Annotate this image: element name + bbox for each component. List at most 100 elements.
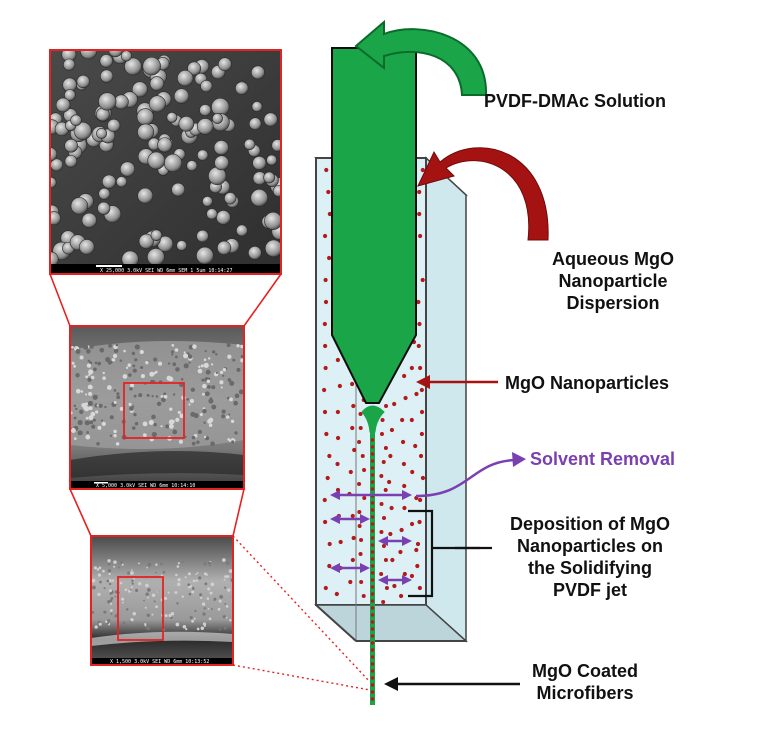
mgo-particle bbox=[416, 343, 421, 349]
nanoparticle bbox=[271, 139, 281, 152]
nanoparticle bbox=[243, 138, 256, 151]
dispersion-label: Aqueous MgO Nanoparticle Dispersion bbox=[548, 248, 678, 314]
mgo-particle bbox=[389, 505, 394, 511]
mgo-particle bbox=[327, 453, 332, 459]
nanoparticle bbox=[70, 197, 89, 215]
nanoparticle bbox=[98, 187, 111, 200]
nanoparticle bbox=[99, 54, 114, 68]
mgo-particle bbox=[417, 211, 422, 217]
mgo-particle bbox=[337, 383, 342, 389]
mgo-particle bbox=[414, 391, 419, 397]
nanoparticle bbox=[217, 240, 232, 255]
nanoparticle bbox=[97, 201, 111, 215]
nanoparticle bbox=[81, 212, 97, 228]
mgo-particle bbox=[420, 167, 425, 173]
mgo-particle bbox=[417, 321, 422, 327]
mgo-particle bbox=[388, 453, 393, 459]
sem-image-high: X 25,000 3.0kV SEI WD 6mm SEM 1 5um 10:1… bbox=[49, 49, 282, 275]
zoom-connector-2 bbox=[69, 488, 245, 537]
mgo-particle bbox=[417, 585, 422, 591]
nanoparticle bbox=[263, 112, 278, 127]
mgo-particle bbox=[350, 381, 355, 387]
mgo-particle bbox=[348, 469, 353, 475]
nanoparticle bbox=[98, 92, 117, 111]
mgo-particle bbox=[417, 519, 422, 525]
mgo-particle bbox=[418, 365, 423, 371]
mgo-particle bbox=[409, 521, 415, 527]
mgo-particle bbox=[401, 461, 407, 467]
zoom-connector-1 bbox=[49, 273, 282, 327]
mgo-particle bbox=[388, 531, 393, 537]
coated-line-1: MgO Coated bbox=[532, 661, 638, 681]
nanoparticle bbox=[264, 211, 281, 230]
nanoparticle bbox=[200, 79, 213, 93]
mgo-particle bbox=[352, 447, 357, 453]
mgo-particle bbox=[323, 585, 328, 591]
mgo-particle bbox=[325, 475, 330, 481]
nanoparticle bbox=[196, 118, 214, 135]
nanoparticle bbox=[171, 182, 186, 197]
nanoparticle bbox=[137, 187, 154, 204]
mgo-particle bbox=[387, 479, 392, 485]
spinneret-needle bbox=[331, 47, 417, 404]
mgo-particle bbox=[419, 409, 425, 415]
mgo-particle bbox=[322, 519, 328, 525]
nanoparticle bbox=[137, 123, 155, 141]
mgo-particle bbox=[327, 211, 332, 217]
nanoparticle bbox=[163, 153, 183, 173]
mgo-particle bbox=[416, 299, 421, 305]
mgo-particle bbox=[335, 409, 340, 415]
nanoparticle bbox=[136, 108, 154, 126]
sem-info-bar bbox=[50, 264, 281, 274]
mgo-particle bbox=[419, 387, 424, 393]
mgo-particle bbox=[348, 579, 353, 585]
mgo-particle bbox=[390, 557, 395, 563]
nanoparticle bbox=[236, 224, 248, 237]
nanoparticle bbox=[224, 192, 237, 205]
mgo-particle bbox=[409, 573, 415, 579]
mgo-particle bbox=[403, 395, 408, 401]
mgo-particle bbox=[326, 189, 331, 195]
mgo-particle bbox=[324, 167, 329, 173]
mgo-particle bbox=[351, 403, 356, 409]
mgo-particle bbox=[398, 593, 404, 599]
dispersion-line-3: Dispersion bbox=[566, 293, 660, 313]
mgo-particle bbox=[418, 453, 424, 459]
dispersion-line-2: Nanoparticle bbox=[558, 271, 668, 291]
nanoparticle bbox=[116, 176, 128, 188]
nanoparticle bbox=[197, 149, 209, 161]
nanoparticle bbox=[202, 195, 213, 207]
sem-image-medium: X 5,000 3.0kV SEI WD 6mm 10:14:10 bbox=[69, 325, 245, 490]
nanoparticle bbox=[149, 76, 165, 91]
mgo-particle bbox=[399, 527, 404, 533]
nanoparticle bbox=[96, 128, 107, 139]
nanoparticle-clusters bbox=[50, 50, 281, 268]
mgo-particle bbox=[323, 365, 328, 371]
nanoparticle bbox=[186, 160, 198, 172]
nanoparticle bbox=[157, 137, 173, 153]
nanoparticle bbox=[119, 161, 136, 177]
mgo-particle bbox=[417, 189, 422, 195]
nanoparticle bbox=[272, 185, 281, 197]
nanoparticle bbox=[248, 246, 262, 260]
solution-label: PVDF-DMAc Solution bbox=[484, 91, 666, 111]
nanoparticle bbox=[248, 117, 262, 131]
mgo-particle bbox=[398, 549, 403, 555]
coated-microfibers-label: MgO Coated Microfibers bbox=[520, 660, 650, 704]
mgo-particle bbox=[414, 547, 419, 553]
nanoparticle bbox=[263, 171, 276, 184]
zoom-region-box bbox=[123, 382, 185, 439]
mgo-particle bbox=[410, 469, 415, 475]
nanoparticle bbox=[100, 69, 114, 83]
nanoparticle bbox=[70, 114, 82, 126]
nanoparticle bbox=[216, 210, 231, 225]
nanoparticle bbox=[113, 94, 129, 110]
mgo-particle bbox=[418, 497, 423, 503]
mgo-particle bbox=[323, 343, 328, 349]
mgo-particle bbox=[335, 357, 340, 363]
mgo-particle bbox=[350, 557, 355, 563]
mgo-particle bbox=[322, 321, 327, 327]
nanoparticle bbox=[79, 239, 95, 255]
nanoparticle bbox=[148, 95, 166, 113]
